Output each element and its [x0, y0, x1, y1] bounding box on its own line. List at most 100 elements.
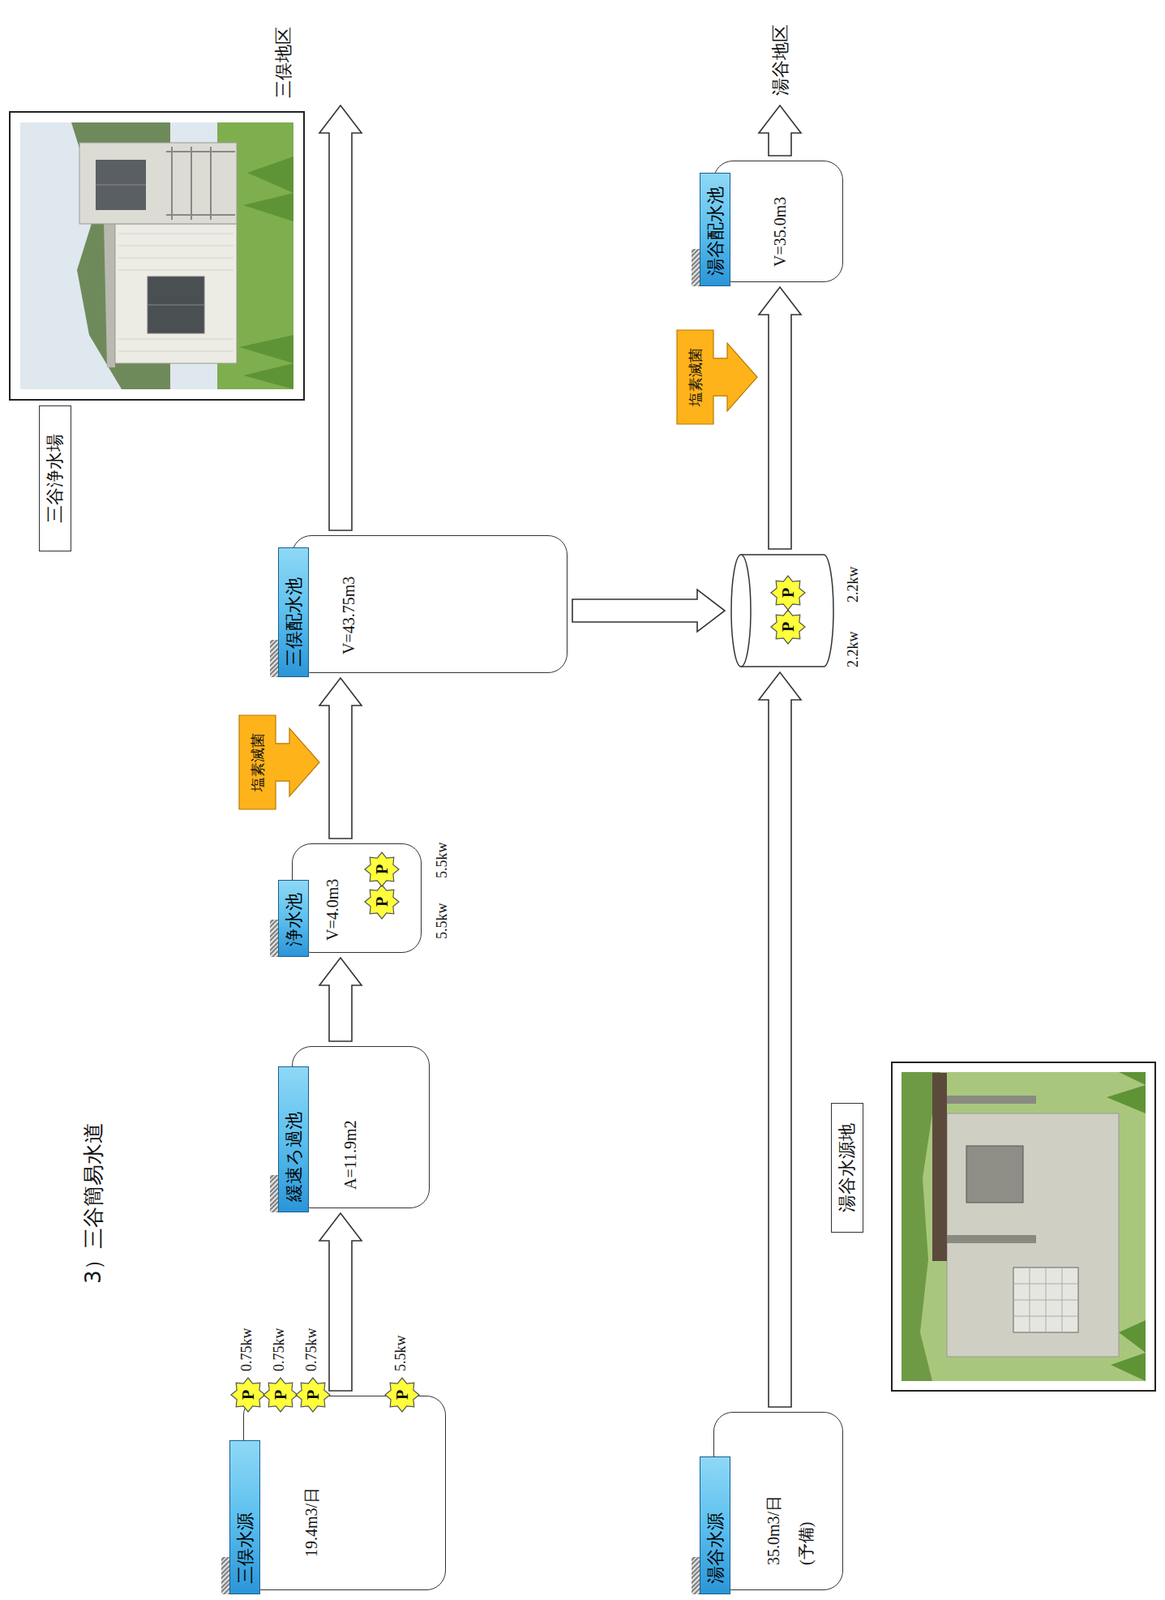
- source-photo: [946, 1095, 1037, 1104]
- plant-photo: [95, 184, 146, 186]
- tank-outline: [729, 553, 836, 668]
- power-label: 0.75kw: [303, 1327, 321, 1372]
- callout-shape: [676, 329, 758, 425]
- process-box: 三俣配水池V=43.75m3: [291, 535, 568, 673]
- box-heading: 湯谷配水池: [699, 172, 731, 287]
- flow-arrow: [319, 677, 362, 839]
- box-value: V=4.0m3: [323, 878, 343, 941]
- source-photo: [1045, 1267, 1047, 1333]
- process-box: 湯谷配水池V=35.0m3: [713, 160, 844, 283]
- plant-photo: [9, 111, 305, 400]
- flow-arrow: [319, 957, 362, 1041]
- plant-photo: [166, 150, 236, 153]
- plant-photo: [9, 111, 305, 400]
- diagram-title: 3）三谷簡易水道: [79, 1122, 108, 1284]
- pump-letter: P: [295, 1376, 331, 1413]
- pump-star: [231, 1377, 266, 1412]
- box-value: V=35.0m3: [770, 197, 790, 267]
- pump-symbol: P: [384, 1376, 420, 1413]
- plant-photo: [190, 146, 193, 220]
- process-box: 浄水池V=4.0m3PP: [291, 843, 422, 953]
- pump-symbol: P: [364, 851, 400, 887]
- pump-star: [364, 884, 399, 919]
- pump-letter: P: [230, 1376, 266, 1413]
- process-box: 三俣水源19.4m3/日PPPP: [243, 1395, 446, 1590]
- pump-symbol: P: [262, 1376, 299, 1413]
- box-heading: 浄水池: [278, 879, 309, 957]
- plant-photo: [147, 276, 205, 334]
- pump-letter: P: [262, 1376, 299, 1413]
- plant-photo: [95, 159, 146, 210]
- source-photo: [932, 1072, 947, 1261]
- pump-symbol: P: [230, 1376, 266, 1413]
- plant-photo: [118, 233, 234, 235]
- box-heading: 三俣水源: [229, 1439, 261, 1594]
- box-value: A=11.9m2: [341, 1119, 360, 1190]
- source-photo: [946, 1234, 1037, 1243]
- plant-photo: [171, 146, 173, 220]
- chlorination-callout: 塩素滅菌: [676, 329, 759, 425]
- pump-symbol: P: [770, 574, 806, 611]
- plant-photo: [118, 351, 234, 352]
- source-photo: [966, 1145, 1024, 1203]
- source-photo: [1062, 1267, 1063, 1333]
- box-value: 35.0m3/日: [762, 1494, 785, 1565]
- process-box: 湯谷水源35.0m3/日(予備): [713, 1411, 844, 1590]
- power-label: 0.75kw: [270, 1327, 288, 1372]
- pump-letter: P: [770, 574, 806, 611]
- power-label: 2.2kw: [844, 631, 862, 669]
- callout-text: 塩素滅菌: [239, 715, 276, 810]
- pump-star: [770, 609, 806, 644]
- process-box: 緩速ろ過池A=11.9m2: [291, 1045, 430, 1208]
- callout-shape: [239, 715, 320, 810]
- pump-symbol: P: [770, 608, 806, 645]
- box-heading: 三俣配水池: [278, 547, 309, 677]
- source-photo: [946, 1113, 1119, 1357]
- caption-box: 三谷浄水場: [38, 405, 72, 552]
- plant-photo: [118, 269, 234, 271]
- plant-photo: [239, 156, 294, 390]
- plant-photo: [118, 245, 234, 247]
- tank-body: [740, 554, 834, 667]
- flow-arrow: [319, 1212, 362, 1391]
- caption-box: 湯谷水源地: [830, 1102, 864, 1233]
- source-photo: [1029, 1267, 1031, 1333]
- pump-symbol: P: [364, 883, 400, 920]
- destination-label: 三俣地区: [271, 26, 296, 99]
- tank-top: [731, 554, 751, 667]
- pump-star: [770, 575, 806, 610]
- pump-star: [295, 1377, 330, 1412]
- source-photo: [901, 1071, 1146, 1381]
- power-label: 5.5kw: [433, 842, 451, 879]
- caption-text: 湯谷水源地: [835, 1122, 860, 1213]
- plant-photo: [209, 146, 212, 220]
- source-photo: [1013, 1267, 1079, 1333]
- plant-photo: [79, 142, 237, 224]
- power-label: 5.5kw: [392, 1335, 410, 1372]
- plant-photo: [166, 214, 236, 216]
- flow-arrow: [758, 672, 801, 1407]
- chlorination-callout: 塩素滅菌: [239, 715, 321, 810]
- source-photo: [1106, 1071, 1146, 1381]
- plant-photo: [115, 223, 237, 364]
- outflow-arrow: [319, 105, 362, 531]
- pump-letter: P: [384, 1376, 420, 1413]
- destination-label: 湯谷地区: [768, 24, 793, 96]
- pump-letter: P: [770, 608, 806, 645]
- power-label: 2.2kw: [844, 566, 862, 604]
- pump-letter: P: [364, 883, 400, 920]
- box-heading: 緩速ろ過池: [278, 1066, 309, 1213]
- box-value: 19.4m3/日: [300, 1486, 323, 1557]
- callout-text: 塩素滅菌: [676, 329, 714, 425]
- pump-letter: P: [364, 851, 400, 887]
- box-heading: 湯谷水源: [699, 1456, 731, 1594]
- box-value: (予備): [795, 1521, 818, 1565]
- flow-arrow: [572, 589, 725, 632]
- box-value: V=43.75m3: [339, 576, 359, 655]
- pump-star: [263, 1377, 298, 1412]
- plant-photo: [20, 122, 294, 390]
